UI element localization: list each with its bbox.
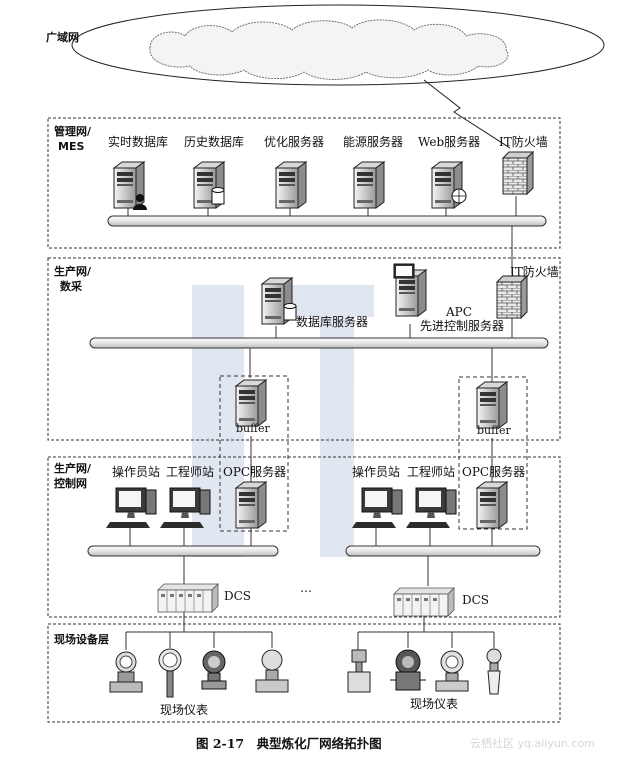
production-zone-label-line2: 数采 <box>60 280 82 293</box>
mes-zone-label-line2: MES <box>58 140 85 153</box>
engineer-station-right-label: 工程师站 <box>407 465 456 479</box>
mes-zone-label-line1: 管理网/ <box>54 125 92 138</box>
zone-box-field <box>47 623 561 723</box>
mes-node-label-firewall: IT防火墙 <box>499 135 548 149</box>
operator-station-right-label: 操作员站 <box>352 465 401 479</box>
buffer-box-right <box>458 376 528 530</box>
energy-server-icon <box>353 161 385 209</box>
flowmeter-icon <box>109 651 143 693</box>
field-instruments-right-label: 现场仪表 <box>410 697 459 711</box>
production-bus <box>89 337 549 349</box>
production-links <box>249 318 513 382</box>
temperature-transmitter-icon <box>255 649 289 693</box>
optimization-server-icon <box>275 161 307 209</box>
apc-label-line1: APC <box>446 305 472 319</box>
operator-station-right-icon <box>351 487 403 529</box>
production-firewall-icon <box>496 275 528 319</box>
apc-monitor-icon <box>393 263 415 279</box>
zone-box-production <box>47 257 561 441</box>
opc-server-right-icon <box>476 481 508 529</box>
database-server-label: 数据库服务器 <box>296 315 369 329</box>
production-firewall-label: IT防火墙 <box>510 265 559 279</box>
mes-node-label-history-db: 历史数据库 <box>184 135 245 149</box>
mes-links <box>127 196 517 274</box>
opc-server-left-icon <box>235 481 267 529</box>
wan-link <box>423 79 511 149</box>
production-zone-label-line1: 生产网/ <box>54 265 92 278</box>
engineer-station-left-label: 工程师站 <box>166 465 215 479</box>
control-bus-right <box>345 545 541 557</box>
opc-server-left-label: OPC服务器 <box>223 465 287 479</box>
field-wiring <box>125 631 495 650</box>
dcs-rack-left-icon <box>157 583 219 613</box>
pressure-gauge-icon <box>158 648 182 698</box>
mes-node-label-realtime-db: 实时数据库 <box>108 135 169 149</box>
operator-station-left-icon <box>105 487 157 529</box>
figure-caption: 图 2-17 典型炼化厂网络拓扑图 <box>196 736 382 751</box>
buffer-server-left-icon <box>235 379 267 427</box>
database-cylinder-icon-2 <box>283 303 297 321</box>
zone-box-mes <box>47 117 561 249</box>
dcs-right-label: DCS <box>462 593 490 607</box>
zone-box-control <box>47 456 561 618</box>
mes-node-label-energy: 能源服务器 <box>343 135 404 149</box>
buffer-right-label: buffer <box>477 424 511 437</box>
field-instruments-left-label: 现场仪表 <box>160 703 209 717</box>
field-zone-label: 现场设备层 <box>54 633 109 646</box>
control-zone-label-line2: 控制网 <box>54 477 87 490</box>
dcs-rack-right-icon <box>393 587 455 617</box>
user-badge-icon <box>133 194 147 210</box>
flowmeter-icon-2 <box>347 649 371 693</box>
radar-level-icon <box>486 648 502 695</box>
globe-icon <box>451 188 467 204</box>
control-bus-left <box>87 545 279 557</box>
operator-station-left-label: 操作员站 <box>112 465 161 479</box>
mes-node-label-optimization: 优化服务器 <box>264 135 325 149</box>
transmitter-icon <box>201 650 227 690</box>
apc-label-line2: 先进控制服务器 <box>420 319 505 333</box>
dcs-left-label: DCS <box>224 589 252 603</box>
wan-cloud-icon <box>71 4 605 86</box>
buffer-left-label: buffer <box>236 422 270 435</box>
dcs-ellipsis: … <box>300 581 312 595</box>
mes-bus <box>107 215 547 227</box>
control-links <box>129 528 493 632</box>
opc-server-right-label: OPC服务器 <box>462 465 526 479</box>
pressure-transmitter-icon <box>435 650 469 692</box>
engineer-station-right-icon <box>405 487 457 529</box>
transmitter-icon-2 <box>390 649 426 691</box>
control-zone-label-line1: 生产网/ <box>54 462 92 475</box>
source-watermark: 云栖社区 yq.aliyun.com <box>470 737 595 750</box>
mes-node-label-web: Web服务器 <box>418 135 481 149</box>
buffer-opc-links <box>250 436 493 482</box>
wan-label: 广域网 <box>46 31 79 44</box>
mes-firewall-icon <box>502 151 534 195</box>
database-cylinder-icon <box>211 187 225 205</box>
buffer-server-right-icon <box>476 381 508 429</box>
